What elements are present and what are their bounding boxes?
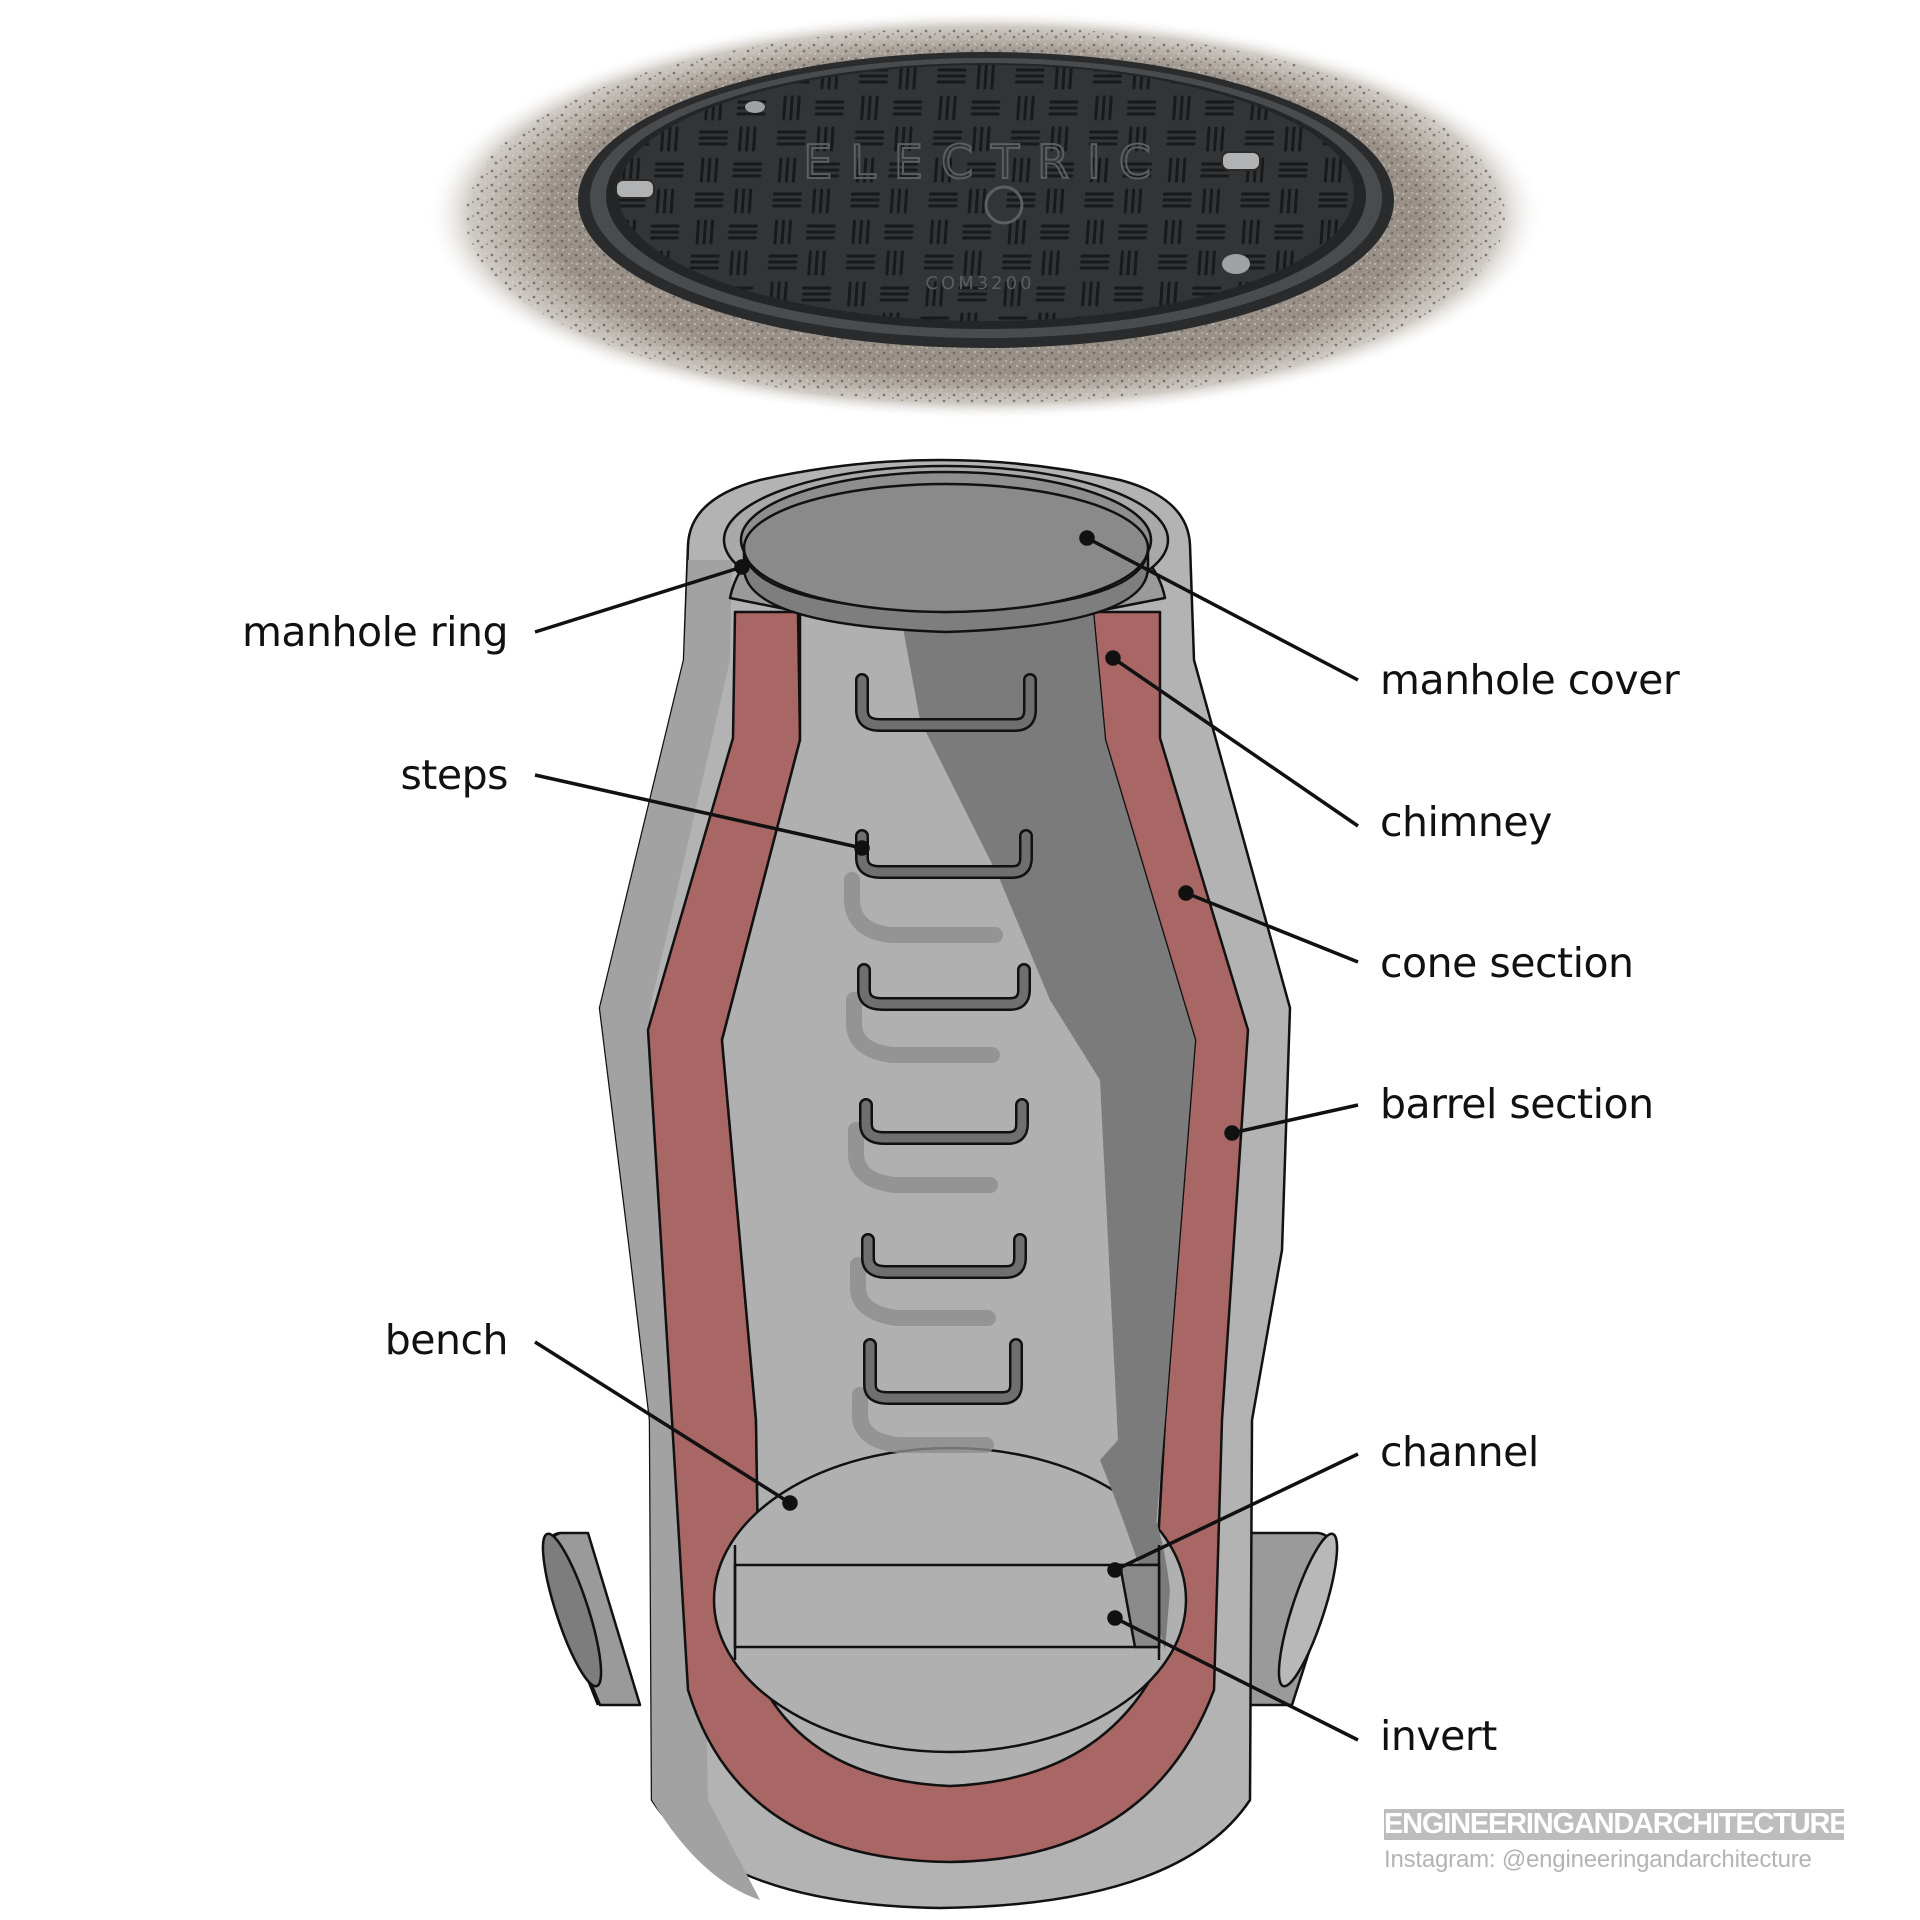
watermark-instagram-handle: Instagram: @engineeringandarchitecture xyxy=(1384,1846,1812,1873)
leader-chimney xyxy=(1105,650,1359,828)
lifting-keyhole xyxy=(1221,151,1261,171)
step-iron xyxy=(851,1338,1023,1453)
manhole-cover-illustration xyxy=(742,482,1150,634)
leader-invert xyxy=(1107,1610,1359,1742)
cover-embossed-text: ELECTRIC xyxy=(803,135,1169,189)
leader-barrel-section xyxy=(1224,1103,1359,1141)
leader-steps xyxy=(534,773,870,856)
outlet-pipe-right xyxy=(1238,1531,1339,1707)
label-bench: bench xyxy=(384,1316,509,1364)
step-iron xyxy=(849,1233,1027,1326)
label-invert: invert xyxy=(1380,1712,1497,1760)
label-manhole-ring: manhole ring xyxy=(241,608,509,656)
watermark-title: ENGINEERINGANDARCHITECTURE xyxy=(1384,1809,1844,1840)
inlet-pipe-left xyxy=(541,1531,642,1707)
label-channel: channel xyxy=(1380,1428,1539,1476)
leader-cone-section xyxy=(1178,885,1359,964)
channel xyxy=(733,1563,1161,1649)
leader-channel xyxy=(1107,1452,1359,1578)
step-irons xyxy=(843,673,1037,1453)
lifting-keyhole xyxy=(615,179,655,199)
svg-text:COM3200: COM3200 xyxy=(925,273,1034,294)
label-steps: steps xyxy=(400,751,508,799)
label-barrel-section: barrel section xyxy=(1380,1080,1654,1128)
leader-bench xyxy=(534,1340,798,1511)
step-iron xyxy=(845,963,1031,1063)
label-manhole-cover: manhole cover xyxy=(1380,656,1680,704)
step-iron xyxy=(855,673,1037,732)
step-iron xyxy=(843,829,1033,943)
label-cone-section: cone section xyxy=(1380,939,1634,987)
leader-manhole-cover xyxy=(1079,530,1359,682)
label-chimney: chimney xyxy=(1380,798,1552,846)
step-iron xyxy=(847,1098,1029,1193)
leader-manhole-ring xyxy=(534,559,750,634)
cover-plate xyxy=(618,65,1354,321)
